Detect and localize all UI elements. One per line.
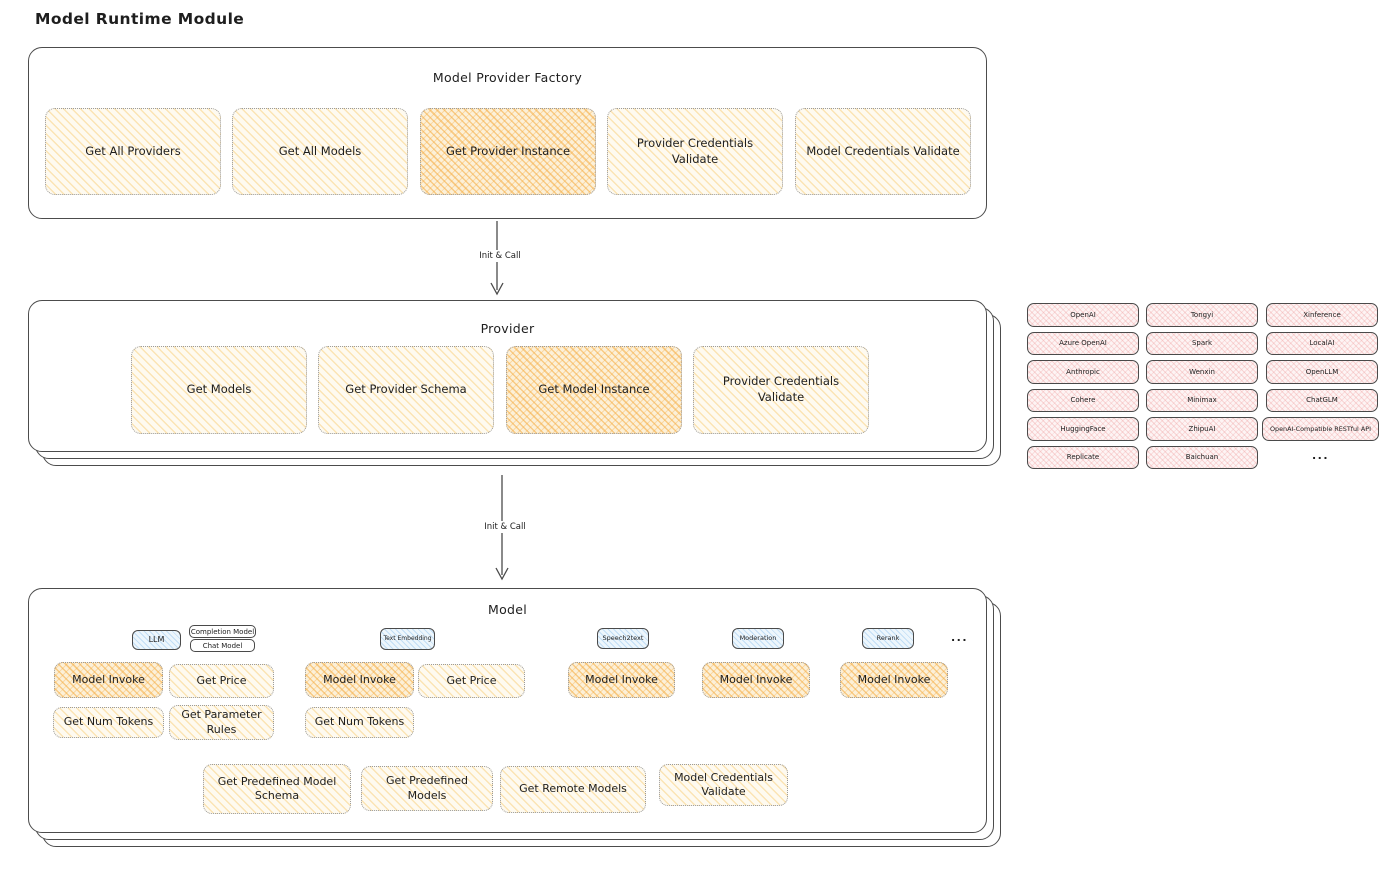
provider-item-openai: OpenAI xyxy=(1027,303,1139,327)
text-embedding-get-num-tokens: Get Num Tokens xyxy=(305,707,414,738)
speech2text-model-invoke: Model Invoke xyxy=(568,662,675,698)
provider-item-spark: Spark xyxy=(1146,331,1258,355)
factory-title: Model Provider Factory xyxy=(432,70,583,85)
tag-llm: LLM xyxy=(132,630,181,650)
factory-cell-get-all-providers: Get All Providers xyxy=(45,108,221,195)
provider-item-minimax: Minimax xyxy=(1146,388,1258,412)
model-credentials-validate: Model Credentials Validate xyxy=(659,764,788,806)
provider-item-openllm: OpenLLM xyxy=(1266,360,1378,384)
provider-container: Provider Get Models Get Provider Schema … xyxy=(28,300,987,452)
tag-text-embedding: Text Embedding xyxy=(380,628,435,650)
provider-item-wenxin: Wenxin xyxy=(1146,360,1258,384)
get-predefined-model-schema: Get Predefined Model Schema xyxy=(203,764,351,814)
provider-title: Provider xyxy=(480,321,535,336)
llm-get-num-tokens: Get Num Tokens xyxy=(53,707,164,738)
tag-chat-model: Chat Model xyxy=(190,639,255,652)
moderation-model-invoke: Model Invoke xyxy=(702,662,810,698)
provider-item-azure-openai: Azure OpenAI xyxy=(1027,331,1139,355)
init-call-label-1: Init & Call xyxy=(467,250,533,262)
init-call-label-2: Init & Call xyxy=(472,521,538,533)
llm-model-invoke: Model Invoke xyxy=(54,662,163,698)
factory-container: Model Provider Factory Get All Providers… xyxy=(28,47,987,219)
factory-cell-model-credentials-validate: Model Credentials Validate xyxy=(795,108,971,195)
text-embedding-get-price: Get Price xyxy=(418,664,525,698)
provider-item-zhipuai: ZhipuAI xyxy=(1146,417,1258,441)
factory-cell-provider-credentials-validate: Provider Credentials Validate xyxy=(607,108,783,195)
tag-speech2text: Speech2text xyxy=(597,628,649,649)
model-title: Model xyxy=(487,602,528,617)
provider-item-cohere: Cohere xyxy=(1027,388,1139,412)
text-embedding-model-invoke: Model Invoke xyxy=(305,662,414,698)
provider-item-xinference: Xinference xyxy=(1266,303,1378,327)
provider-item-chatglm: ChatGLM xyxy=(1266,388,1378,412)
provider-cell-provider-credentials-validate: Provider Credentials Validate xyxy=(693,346,869,434)
provider-cell-get-models: Get Models xyxy=(131,346,307,434)
get-predefined-models: Get Predefined Models xyxy=(361,766,493,811)
model-tags-ellipsis: ... xyxy=(951,631,969,644)
provider-cell-get-model-instance: Get Model Instance xyxy=(506,346,682,434)
llm-get-price: Get Price xyxy=(169,664,274,698)
provider-cell-get-provider-schema: Get Provider Schema xyxy=(318,346,494,434)
provider-list-ellipsis: ... xyxy=(1312,449,1330,462)
model-container: Model LLM Completion Model Chat Model Te… xyxy=(28,588,987,833)
provider-item-tongyi: Tongyi xyxy=(1146,303,1258,327)
provider-item-localai: LocalAI xyxy=(1266,331,1378,355)
llm-get-parameter-rules: Get Parameter Rules xyxy=(169,705,274,740)
provider-item-huggingface: HuggingFace xyxy=(1027,417,1139,441)
provider-item-anthropic: Anthropic xyxy=(1027,360,1139,384)
provider-item-replicate: Replicate xyxy=(1027,445,1139,469)
diagram-title: Model Runtime Module xyxy=(35,10,245,28)
tag-moderation: Moderation xyxy=(732,628,784,649)
provider-item-openai-compatible-restful-api: OpenAI-Compatible RESTful API xyxy=(1262,417,1379,441)
factory-cell-get-all-models: Get All Models xyxy=(232,108,408,195)
provider-item-baichuan: Baichuan xyxy=(1146,445,1258,469)
rerank-model-invoke: Model Invoke xyxy=(840,662,948,698)
factory-cell-get-provider-instance: Get Provider Instance xyxy=(420,108,596,195)
tag-rerank: Rerank xyxy=(862,628,914,649)
get-remote-models: Get Remote Models xyxy=(500,766,646,813)
tag-completion-model: Completion Model xyxy=(189,625,256,638)
